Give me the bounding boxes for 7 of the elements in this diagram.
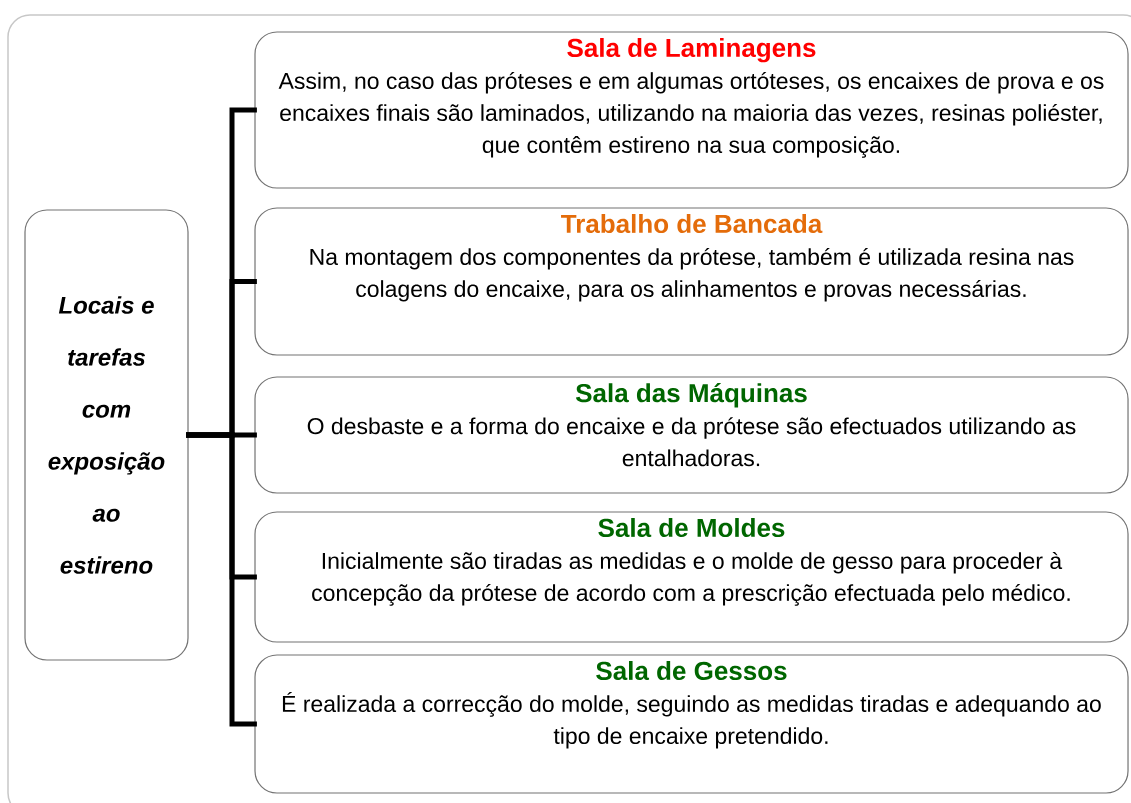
room-box: Sala das Máquinas O desbaste e a forma do encaixe e da prótese são efectuados utilizando as entalhadoras.: [254, 376, 1129, 494]
connector-line: [186, 432, 257, 727]
topic-box: Locais e tarefas com exposição ao estireno: [24, 209, 189, 661]
room-box: Trabalho de Bancada Na montagem dos componentes da prótese, também é utilizada resina nas colagens do encaixe, para os alinhamentos e provas necessárias.: [254, 207, 1129, 356]
room-box: Sala de Laminagens Assim, no caso das próteses e em algumas ortóteses, os encaixes de prova e os encaixes finais são laminados, utilizando na maioria das vezes, resinas poliéster, que contêm estireno na sua composição.: [254, 31, 1129, 189]
room-box: Sala de Gessos É realizada a correcção do molde, seguindo as medidas tiradas e adequando ao tipo de encaixe pretendido.: [254, 654, 1129, 794]
room-box: Sala de Moldes Inicialmente são tiradas as medidas e o molde de gesso para proceder à concepção da prótese de acordo com a prescrição efectuada pelo médico.: [254, 511, 1129, 643]
